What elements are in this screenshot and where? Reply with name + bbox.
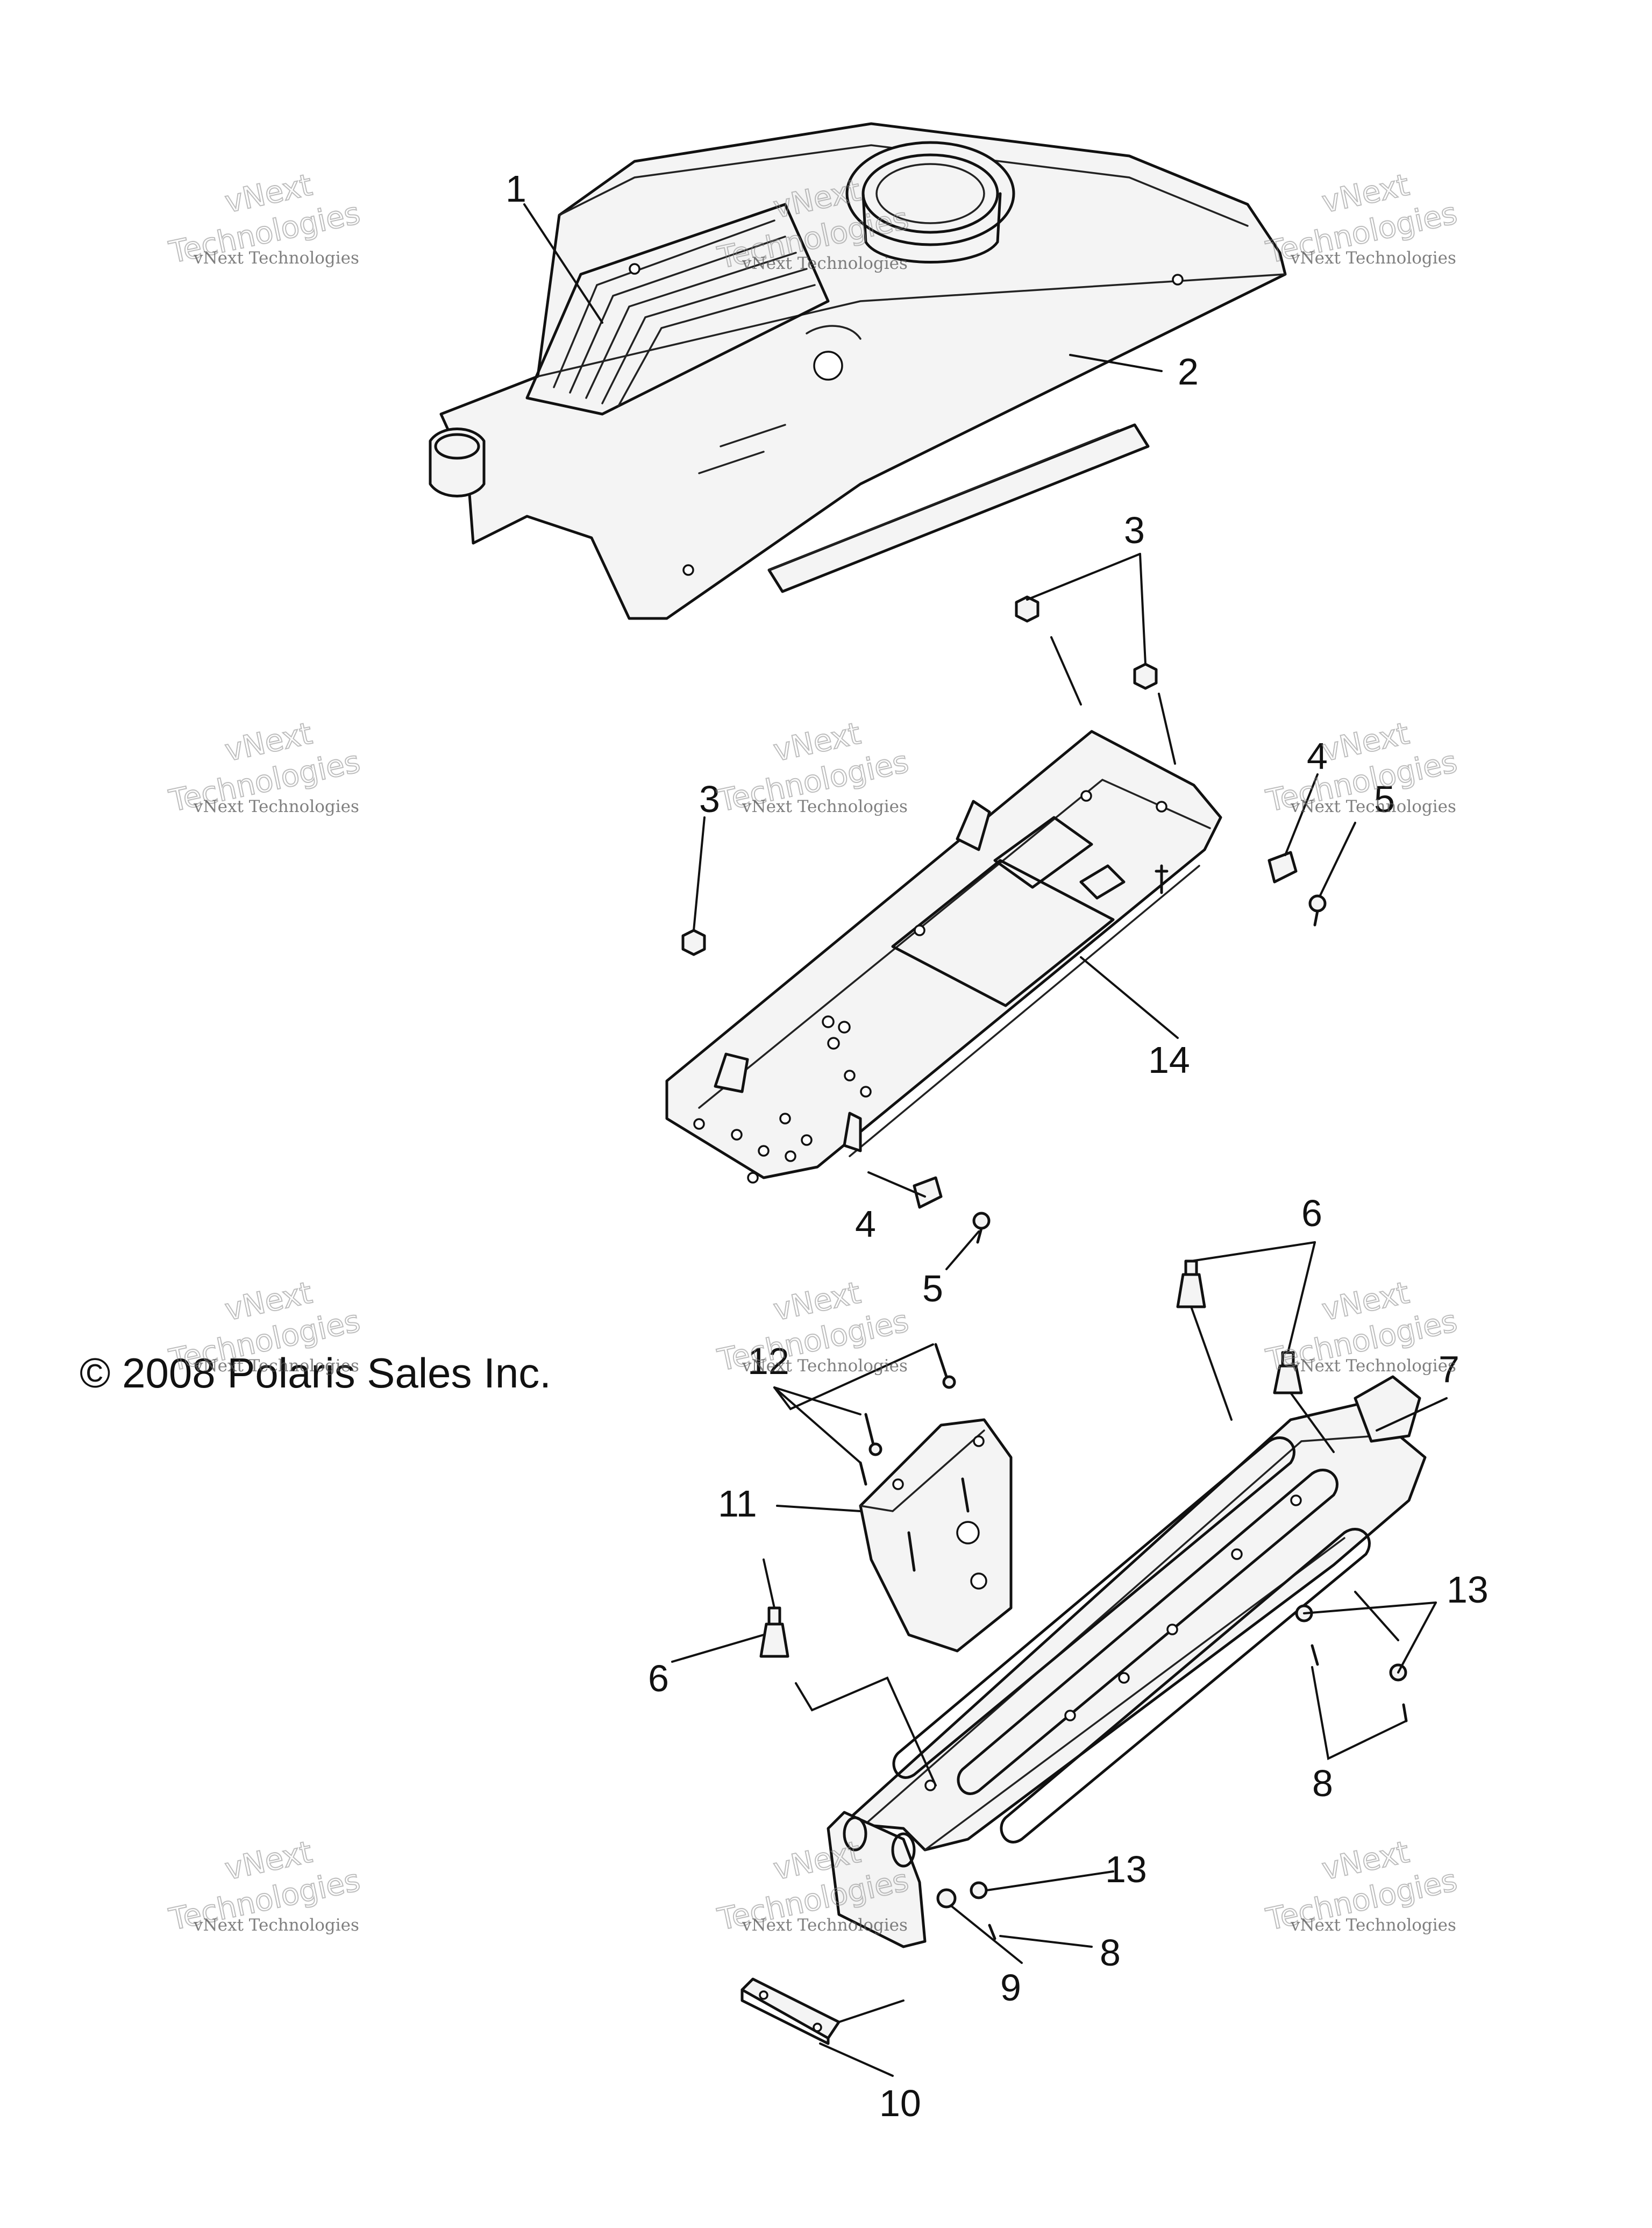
watermark-6: vNext Technologies vNext Technologies xyxy=(1263,716,1461,820)
callout-11: 11 xyxy=(718,1483,757,1525)
part-12-screws xyxy=(859,1343,956,1486)
watermark-2: vNext Technologies vNext Technologies xyxy=(1263,167,1461,271)
callout-10: 10 xyxy=(879,2082,921,2124)
svg-text:vNext Technologies: vNext Technologies xyxy=(742,1356,908,1376)
part-6-bumper-c xyxy=(759,1606,789,1658)
callout-1: 1 xyxy=(505,168,526,210)
part-9-nut xyxy=(936,1888,957,1909)
callout-6-left: 6 xyxy=(648,1657,669,1699)
callout-5-right: 5 xyxy=(1374,778,1395,820)
callout-4-bottom: 4 xyxy=(855,1203,876,1245)
watermark-5: vNext Technologies vNext Technologies xyxy=(714,716,912,820)
callout-5-bottom: 5 xyxy=(922,1268,943,1309)
svg-text:vNext Technologies: vNext Technologies xyxy=(1290,797,1456,816)
watermark-1: vNext Technologies vNext Technologies xyxy=(166,167,364,271)
callout-13-bottom: 13 xyxy=(1105,1848,1147,1890)
part-11-bracket xyxy=(859,1418,1013,1653)
part-8-bolts xyxy=(988,1644,1408,1940)
part-4-clip-b xyxy=(913,1176,943,1209)
callout-8-right: 8 xyxy=(1312,1762,1333,1804)
part-7-lower-plate xyxy=(827,1375,1427,1948)
callout-13-right: 13 xyxy=(1447,1569,1489,1611)
watermark-4: vNext Technologies vNext Technologies xyxy=(166,716,364,820)
watermark-9: vNext Technologies vNext Technologies xyxy=(1263,1275,1461,1379)
part-5-screw-b xyxy=(972,1212,991,1244)
callout-9: 9 xyxy=(1000,1967,1021,2009)
part-6-bumper-a xyxy=(1176,1259,1206,1308)
copyright-notice: © 2008 Polaris Sales Inc. xyxy=(80,1349,551,1397)
part-5-screw-a xyxy=(1308,894,1327,927)
watermark-12: vNext Technologies vNext Technologies xyxy=(1263,1834,1461,1938)
part-14-upper-plate xyxy=(665,730,1222,1184)
part-10-end-plate xyxy=(740,1977,841,2045)
watermark-8: vNext Technologies vNext Technologies xyxy=(714,1275,912,1379)
part-3-nut-b xyxy=(1133,663,1158,690)
part-3-nut-c xyxy=(681,929,706,956)
svg-text:vNext Technologies: vNext Technologies xyxy=(193,797,359,816)
callout-12: 12 xyxy=(747,1340,789,1382)
svg-text:vNext Technologies: vNext Technologies xyxy=(742,797,908,816)
callout-6-top: 6 xyxy=(1301,1192,1322,1234)
svg-text:vNext Technologies: vNext Technologies xyxy=(193,1916,359,1935)
part-2-strip xyxy=(767,423,1150,593)
callout-14: 14 xyxy=(1148,1039,1190,1081)
callout-7: 7 xyxy=(1439,1348,1459,1390)
svg-text:vNext Technologies: vNext Technologies xyxy=(742,1916,908,1935)
svg-text:vNext Technologies: vNext Technologies xyxy=(1290,1356,1456,1376)
callout-4-right: 4 xyxy=(1307,735,1328,777)
svg-text:vNext Technologies: vNext Technologies xyxy=(742,254,908,273)
leader-lines xyxy=(523,203,1448,2077)
callout-3-top: 3 xyxy=(1124,509,1145,551)
callout-labels: 1 2 3 3 4 5 14 4 5 6 12 7 11 13 6 8 13 8… xyxy=(505,168,1489,2124)
part-1-cover xyxy=(429,122,1287,620)
svg-text:vNext Technologies: vNext Technologies xyxy=(1290,248,1456,268)
part-4-clip-a xyxy=(1268,851,1298,884)
part-6-bumper-b xyxy=(1273,1351,1303,1394)
callout-8-bottom: 8 xyxy=(1100,1932,1121,1974)
svg-text:vNext Technologies: vNext Technologies xyxy=(193,1356,359,1376)
callout-2: 2 xyxy=(1178,351,1199,393)
part-3-nut-a xyxy=(1015,595,1039,623)
svg-text:vNext Technologies: vNext Technologies xyxy=(193,248,359,268)
watermark-10: vNext Technologies vNext Technologies xyxy=(166,1834,364,1938)
svg-text:vNext Technologies: vNext Technologies xyxy=(1290,1916,1456,1935)
callout-3-left: 3 xyxy=(699,778,720,820)
